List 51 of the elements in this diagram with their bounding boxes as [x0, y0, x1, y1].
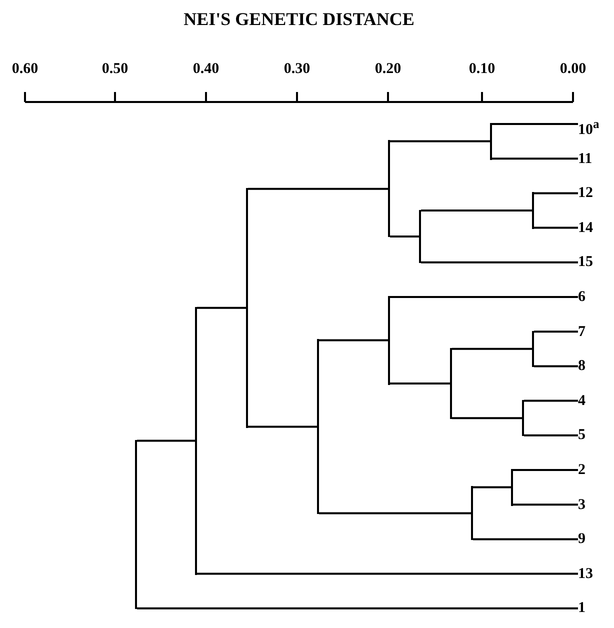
tick-label: 0.30 — [284, 60, 310, 78]
branch-line — [534, 330, 578, 333]
tick-label: 0.60 — [12, 60, 38, 78]
chart-title: NEI'S GENETIC DISTANCE — [184, 10, 414, 28]
branch-line — [534, 192, 578, 194]
branch-line — [452, 417, 522, 420]
tick-label: 0.20 — [374, 60, 402, 78]
taxon-label: 2 — [578, 461, 586, 479]
branch-line — [197, 306, 246, 309]
taxon-label: 15 — [578, 253, 593, 272]
taxon-label: 10$^{a}$ — [578, 115, 600, 139]
branch-line — [319, 339, 388, 342]
branch-line — [473, 486, 511, 488]
branch-line — [137, 607, 578, 610]
taxon-label: 13 — [578, 564, 593, 583]
taxon-label: 5 — [578, 426, 586, 444]
branch-line — [473, 538, 578, 540]
tick-label: 0.50 — [102, 60, 128, 78]
branch-line — [137, 440, 195, 442]
branch-line — [319, 512, 471, 514]
taxon-label: 9 — [578, 530, 586, 548]
branch-line — [524, 400, 578, 402]
tick-label: 0.40 — [192, 60, 220, 78]
branch-line — [421, 261, 578, 264]
branch-line — [390, 296, 578, 298]
taxon-label: 12 — [578, 184, 593, 202]
branch-line — [421, 210, 532, 212]
branch-line — [452, 348, 532, 350]
taxon-label: 3 — [578, 496, 586, 514]
taxon-label: 7 — [578, 322, 586, 341]
taxon-label: 11 — [578, 150, 592, 168]
taxon-label: 6 — [578, 288, 586, 306]
branch-line — [492, 123, 578, 125]
branch-line — [524, 434, 578, 436]
branch-line — [390, 235, 419, 238]
taxon-label: 14 — [578, 218, 593, 237]
branch-line — [534, 365, 578, 368]
branch-line — [513, 469, 578, 471]
taxon-label: 1 — [578, 599, 586, 618]
branch-line — [492, 158, 578, 160]
taxon-label: 8 — [578, 357, 586, 376]
tick-label: 0.10 — [468, 60, 496, 78]
branch-line — [513, 504, 578, 506]
branch-line — [534, 226, 578, 229]
branch-line — [390, 382, 450, 384]
branch-line — [197, 572, 578, 575]
taxon-label: 4 — [578, 392, 586, 410]
branch-line — [390, 140, 490, 142]
tick-label: 0.00 — [560, 60, 586, 78]
branch-line — [248, 426, 317, 428]
branch-line — [248, 188, 388, 190]
